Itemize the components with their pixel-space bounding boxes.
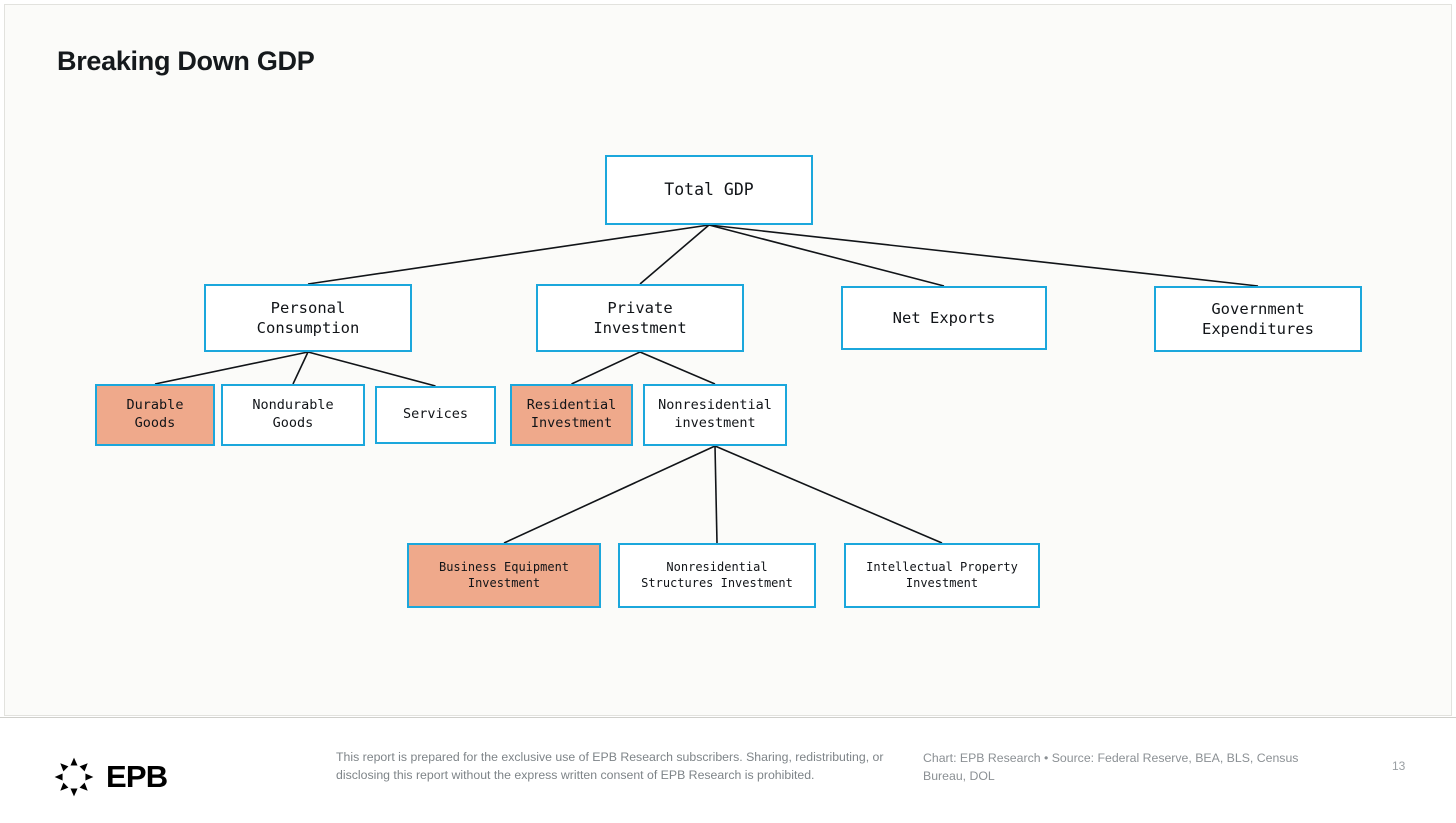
edge-total-gdp-to-personal-consumption (307, 224, 710, 285)
footer-source: Chart: EPB Research • Source: Federal Re… (923, 751, 1299, 783)
node-government-expenditures[interactable]: Government Expenditures (1154, 286, 1362, 352)
node-personal-consumption[interactable]: Personal Consumption (204, 284, 412, 352)
gdp-breakdown-diagram: Total GDP Personal Consumption Private Inv… (5, 5, 1453, 717)
edge-personal-consumption-to-services (307, 351, 436, 387)
node-label: Services (402, 406, 469, 423)
node-label: Business Equipment Investment (438, 559, 570, 590)
node-business-equipment-investment[interactable]: Business Equipment Investment (407, 543, 601, 608)
edge-nonresidential-investment-to-business-equipment-investment (503, 445, 716, 544)
node-label: Nondurable Goods (252, 397, 334, 431)
node-private-investment[interactable]: Private Investment (536, 284, 744, 352)
node-label: Total GDP (664, 180, 754, 200)
epb-logo-text: EPB (106, 759, 168, 794)
node-label: Durable Goods (126, 397, 184, 431)
edge-nonresidential-investment-to-intellectual-property-investment (714, 445, 943, 544)
node-intellectual-property-investment[interactable]: Intellectual Property Investment (844, 543, 1040, 608)
node-label: Nonresidential investment (658, 397, 772, 431)
node-nondurable-goods[interactable]: Nondurable Goods (221, 384, 365, 446)
footer-disclaimer: This report is prepared for the exclusiv… (336, 750, 884, 782)
connector-lines (154, 224, 1259, 544)
page-title: Breaking Down GDP (57, 46, 315, 76)
node-services[interactable]: Services (375, 386, 496, 444)
epb-circle-logo-icon (54, 757, 94, 797)
node-label: Private Investment (593, 298, 687, 337)
slide-footer: EPB (0, 717, 1456, 823)
edge-total-gdp-to-private-investment (639, 224, 710, 285)
node-durable-goods[interactable]: Durable Goods (95, 384, 215, 446)
node-label: Residential Investment (526, 397, 617, 431)
slide-canvas: Breaking Down GDP Total GDP Personal Cons… (4, 4, 1452, 716)
edge-personal-consumption-to-nondurable-goods (292, 351, 309, 385)
edge-private-investment-to-nonresidential-investment (639, 351, 716, 385)
epb-logo: EPB (52, 755, 168, 799)
edge-private-investment-to-residential-investment (571, 351, 641, 385)
node-nonresidential-investment[interactable]: Nonresidential investment (643, 384, 787, 446)
node-label: Personal Consumption (256, 298, 360, 337)
node-net-exports[interactable]: Net Exports (841, 286, 1047, 350)
node-label: Intellectual Property Investment (866, 559, 1018, 590)
node-label: Government Expenditures (1202, 299, 1314, 338)
edge-personal-consumption-to-durable-goods (154, 351, 309, 385)
edge-total-gdp-to-net-exports (708, 224, 945, 287)
node-residential-investment[interactable]: Residential Investment (510, 384, 633, 446)
edge-total-gdp-to-government-expenditures (708, 224, 1259, 287)
page-number: 13 (1392, 759, 1406, 773)
node-label: Nonresidential Structures Investment (641, 559, 793, 590)
node-total-gdp[interactable]: Total GDP (605, 155, 813, 225)
node-label: Net Exports (892, 308, 996, 327)
edge-nonresidential-investment-to-nonresidential-structures-investment (714, 445, 718, 544)
node-nonresidential-structures-investment[interactable]: Nonresidential Structures Investment (618, 543, 816, 608)
